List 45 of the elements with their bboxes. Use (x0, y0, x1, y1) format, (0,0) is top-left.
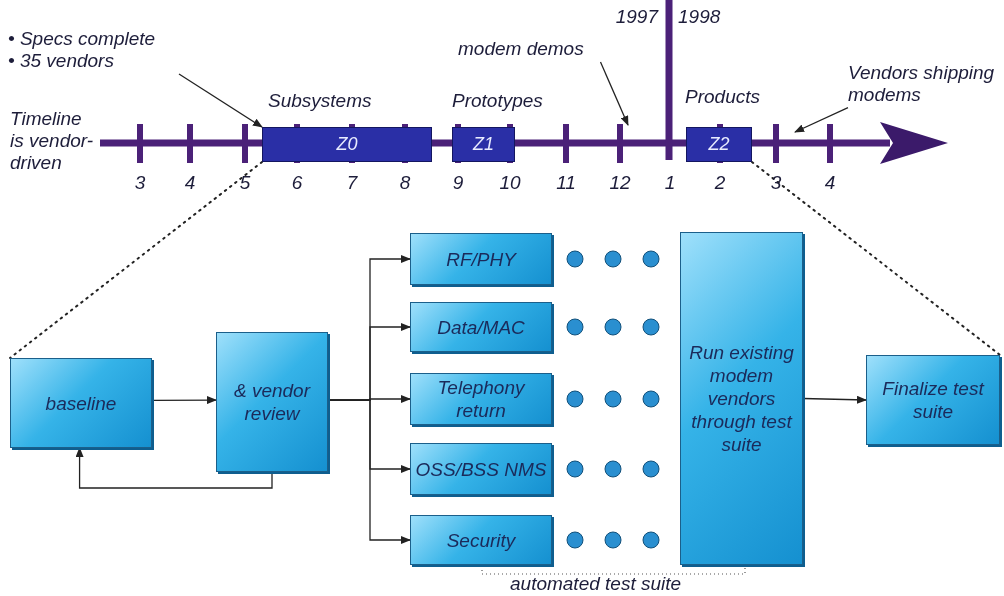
month-label: 5 (238, 172, 252, 194)
month-label: 2 (713, 172, 727, 194)
month-label: 4 (823, 172, 837, 194)
process-box: Run existing modem vendors through test suite (680, 232, 803, 565)
leader-arrow (178, 73, 263, 128)
month-label: 6 (290, 172, 304, 194)
month-label: 10 (498, 172, 522, 194)
note-text: Vendors shipping modems (848, 62, 1004, 110)
arrow (151, 396, 217, 405)
year-label: 1997 (614, 6, 658, 28)
zoom-line (751, 161, 1001, 356)
arrow (802, 395, 867, 404)
month-label: 11 (555, 172, 577, 194)
zoom-line (9, 161, 263, 359)
bullet-item: • 35 vendors (8, 50, 115, 72)
phase-label: Prototypes (452, 90, 543, 112)
month-label: 8 (398, 172, 412, 194)
process-box: Security (410, 515, 552, 565)
month-label: 7 (345, 172, 359, 194)
month-label: 9 (451, 172, 465, 194)
year-label: 1998 (678, 6, 722, 28)
leader-arrow (599, 61, 629, 126)
note-text: modem demos (458, 38, 608, 62)
process-box: OSS/BSS NMS (410, 443, 552, 495)
phase-label: Products (685, 86, 760, 108)
month-label: 12 (608, 172, 632, 194)
phase-box: Z0 (262, 127, 432, 162)
month-label: 3 (133, 172, 147, 194)
process-box: Telephony return (410, 373, 552, 425)
phase-label: Subsystems (268, 90, 372, 112)
bracket-label: automated test suite (510, 573, 682, 595)
process-box: baseline (10, 358, 152, 448)
phase-box: Z2 (686, 127, 752, 162)
arrow (327, 399, 411, 544)
arrow (75, 447, 273, 489)
month-label: 4 (183, 172, 197, 194)
leader-arrow (794, 106, 849, 133)
timeline-note: Timeline is vendor-driven (10, 108, 95, 174)
process-box: Data/MAC (410, 302, 552, 352)
process-box: RF/PHY (410, 233, 552, 285)
process-box: & vendor review (216, 332, 328, 472)
process-box: Finalize test suite (866, 355, 1000, 445)
month-label: 1 (663, 172, 677, 194)
phase-box: Z1 (452, 127, 515, 162)
bullet-item: • Specs complete (8, 28, 157, 50)
